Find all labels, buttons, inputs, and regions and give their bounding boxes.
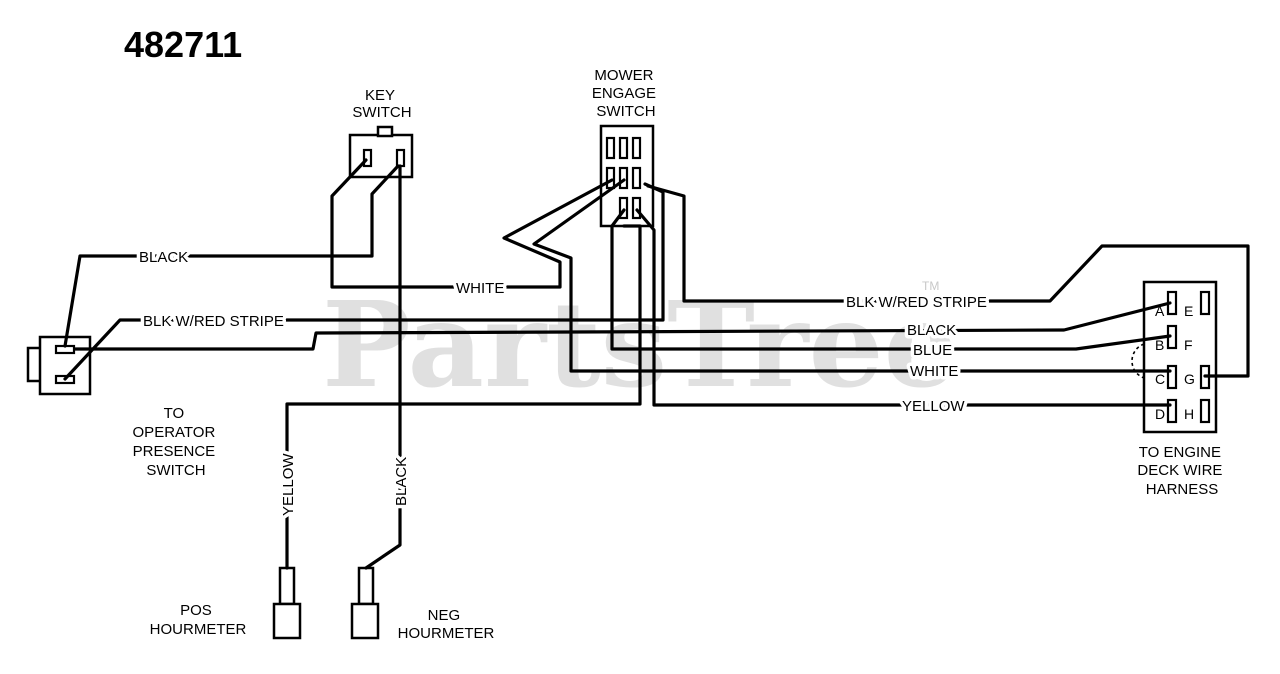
operator-presence-connector [26, 335, 92, 396]
label-blue-right: BLUE [913, 342, 952, 359]
harness-pin-d: D [1155, 406, 1165, 422]
wire-blkred-harness [646, 184, 1250, 378]
neg-hourmeter-label: NEG HOURMETER [398, 607, 495, 642]
label-black-right: BLACK [907, 322, 956, 339]
harness-pin-h: H [1184, 406, 1194, 422]
harness-pin-e: E [1184, 303, 1193, 319]
mower-engage-switch [599, 124, 655, 228]
harness-pin-c: C [1155, 371, 1165, 387]
harness-pin-g: G [1184, 371, 1195, 387]
part-number: 482711 [124, 24, 242, 65]
label-black-vertical: BLACK [393, 457, 410, 506]
wire-white-harness [532, 178, 1172, 373]
key-switch [348, 125, 414, 179]
wire-blue [610, 208, 1172, 351]
label-yellow-right: YELLOW [902, 398, 965, 415]
harness-pin-f: F [1184, 337, 1193, 353]
label-black-left: BLACK [139, 249, 188, 266]
key-switch-label: KEY SWITCH [352, 87, 411, 121]
pos-hourmeter-label: POS HOURMETER [150, 602, 247, 638]
wire-yellow-pos [285, 224, 642, 570]
label-yellow-vertical: YELLOW [280, 453, 297, 516]
label-blkred-right: BLK W/RED STRIPE [846, 294, 987, 311]
watermark-tm: TM [922, 279, 939, 293]
neg-hourmeter-terminal [350, 566, 380, 640]
engine-harness-label: TO ENGINE DECK WIRE HARNESS [1137, 444, 1226, 498]
operator-presence-label: TO OPERATOR PRESENCE SWITCH [133, 405, 220, 479]
mower-engage-switch-label: MOWER ENGAGE SWITCH [592, 67, 660, 120]
label-white-right: WHITE [910, 363, 958, 380]
wire-black-neg [364, 164, 402, 570]
wire-black-operator [63, 164, 400, 348]
pos-hourmeter-terminal [272, 566, 302, 640]
harness-pin-a: A [1155, 303, 1165, 319]
wire-white [330, 158, 614, 289]
label-blkred-left: BLK W/RED STRIPE [143, 313, 284, 330]
harness-pin-b: B [1155, 337, 1164, 353]
wire-black-harness [73, 301, 1172, 351]
wire-yellow [635, 208, 1172, 407]
label-white-mid: WHITE [456, 280, 504, 297]
engine-harness-connector [1131, 280, 1218, 434]
